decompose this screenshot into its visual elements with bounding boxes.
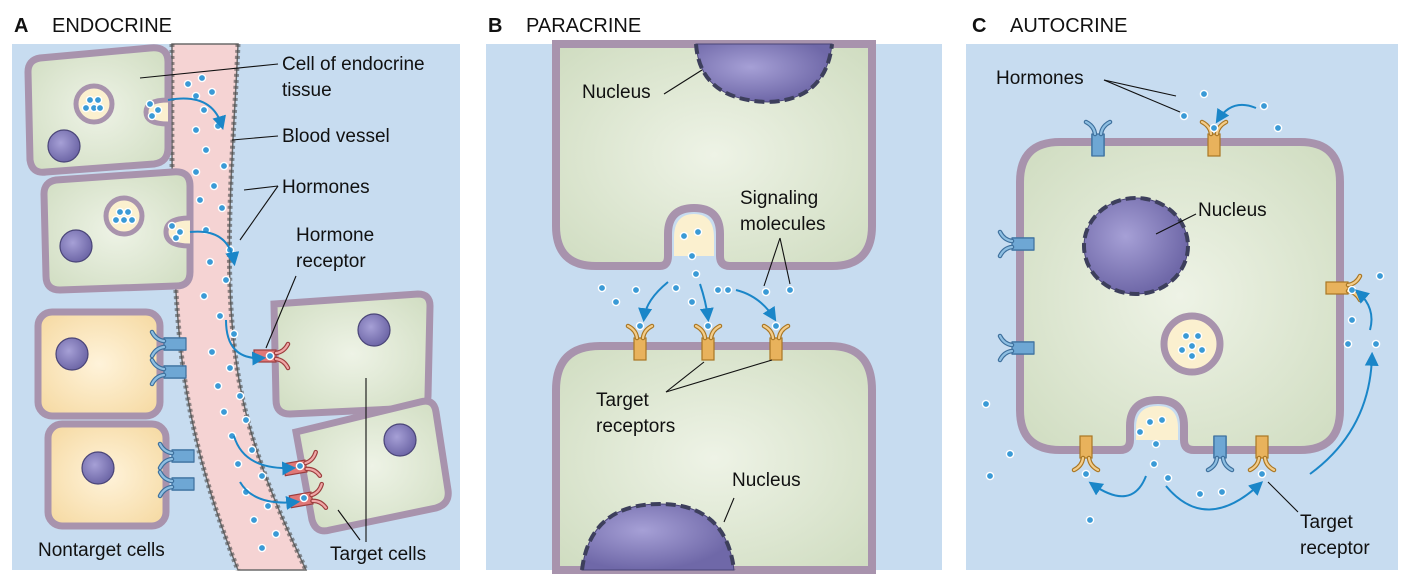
nucleus	[59, 229, 93, 263]
nucleus	[47, 129, 81, 163]
panel-endocrine: A ENDOCRINE	[12, 15, 460, 572]
label-molecules: molecules	[740, 214, 826, 235]
autocrine-cell	[1016, 138, 1344, 454]
label-target-cells: Target cells	[330, 544, 426, 565]
label-hormone-receptor: Hormone	[296, 225, 374, 246]
flow-arrows	[638, 281, 777, 323]
label-blood-vessel: Blood vessel	[282, 126, 390, 147]
label-target: Target	[596, 390, 650, 411]
panel-paracrine: B PARACRINE	[486, 15, 942, 574]
nucleus	[55, 337, 89, 371]
label-cell-endocrine-tissue: Cell of endocrine	[282, 54, 425, 75]
nucleus	[81, 451, 115, 485]
label-receptor: receptor	[1300, 538, 1370, 559]
endocrine-cell-2	[40, 168, 194, 294]
flow-arrows	[1088, 104, 1379, 511]
panel-a-letter: A	[14, 15, 28, 37]
label-nontarget-cells: Nontarget cells	[38, 540, 165, 561]
label-hormone-receptor-2: receptor	[296, 251, 366, 272]
nontarget-cell-1	[34, 308, 164, 420]
leader-lines	[1103, 79, 1299, 513]
label-hormones: Hormones	[282, 177, 370, 198]
label-hormones: Hormones	[996, 68, 1084, 89]
target-cell-2	[291, 397, 452, 535]
panel-b-letter: B	[488, 15, 502, 37]
label-nucleus: Nucleus	[1198, 200, 1267, 221]
flow-arrows	[167, 97, 301, 510]
panel-autocrine: C AUTOCRINE	[966, 15, 1398, 570]
label-receptors: receptors	[596, 416, 675, 437]
panel-a-title: ENDOCRINE	[52, 15, 172, 37]
nucleus	[357, 313, 391, 347]
label-signaling: Signaling	[740, 188, 818, 209]
label-target: Target	[1300, 512, 1354, 533]
label-nucleus-top: Nucleus	[582, 82, 651, 103]
target-cell-1	[270, 290, 434, 418]
paracrine-target-cell	[552, 342, 876, 574]
nucleus	[383, 423, 417, 457]
panel-c-letter: C	[972, 15, 986, 37]
paracrine-secreting-cell	[552, 40, 876, 270]
leader-lines	[663, 69, 791, 523]
label-cell-endocrine-tissue-2: tissue	[282, 80, 332, 101]
panel-b-title: PARACRINE	[526, 15, 641, 37]
leader-lines	[139, 63, 367, 542]
label-nucleus-bottom: Nucleus	[732, 470, 801, 491]
nontarget-cell-2	[44, 420, 170, 530]
panel-c-title: AUTOCRINE	[1010, 15, 1127, 37]
